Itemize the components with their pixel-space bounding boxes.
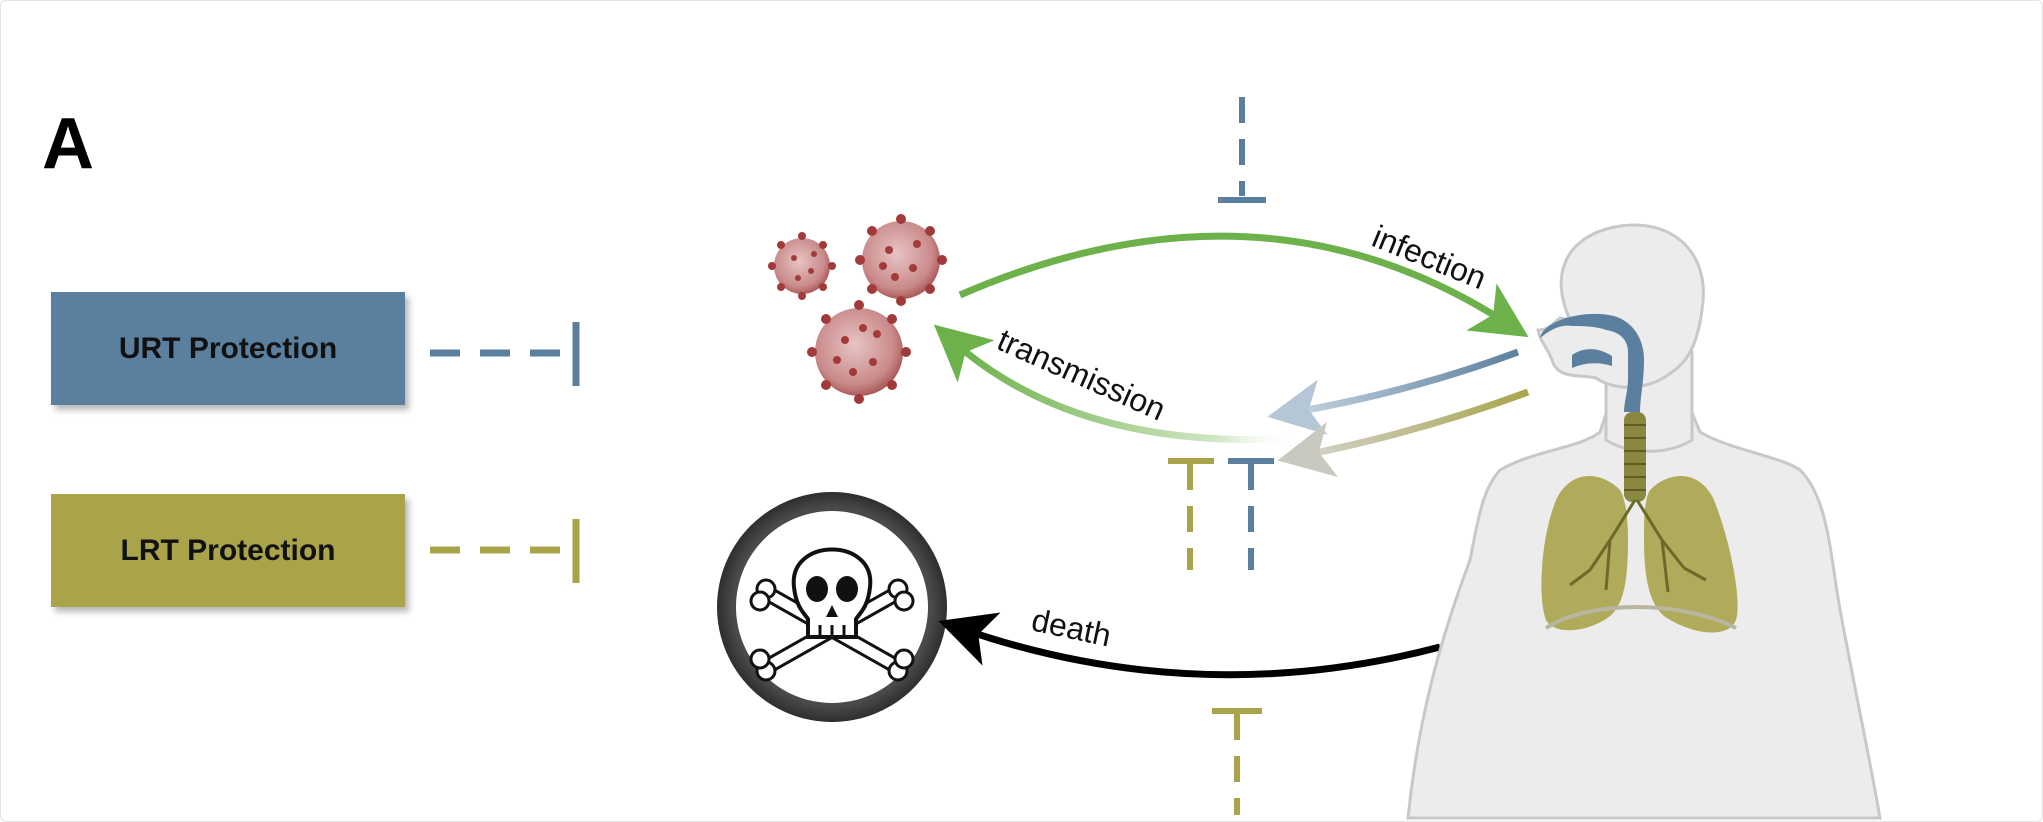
skull-crossbones-icon — [717, 492, 947, 722]
panel-label: A — [42, 104, 94, 184]
lrt-inhibition-icon — [430, 519, 580, 583]
virus-particles — [768, 214, 947, 404]
virus-particle-icon — [855, 214, 947, 306]
urt-inhibition-icon — [430, 322, 580, 386]
virus-particle-icon — [807, 300, 911, 404]
urt-protection-label: URT Protection — [118, 331, 338, 365]
virus-particle-icon — [768, 232, 836, 300]
infection-inhibition-icon — [1218, 97, 1266, 203]
transmission-arrow — [933, 324, 1301, 444]
lrt-transmission-inhibition-icon — [1168, 458, 1214, 570]
urt-shedding-arrow — [1267, 348, 1520, 435]
death-inhibition-icon — [1212, 708, 1262, 815]
death-label: death — [1029, 602, 1115, 654]
lrt-protection-box: LRT Protection — [51, 494, 405, 607]
human-respiratory-tract-icon — [1406, 223, 1882, 820]
death-arrow — [938, 612, 1441, 679]
urt-protection-box: URT Protection — [51, 292, 405, 405]
infection-arrow — [958, 232, 1529, 338]
lrt-shedding-arrow — [1277, 388, 1530, 477]
lrt-protection-label: LRT Protection — [120, 533, 336, 567]
urt-transmission-inhibition-icon — [1228, 458, 1274, 570]
